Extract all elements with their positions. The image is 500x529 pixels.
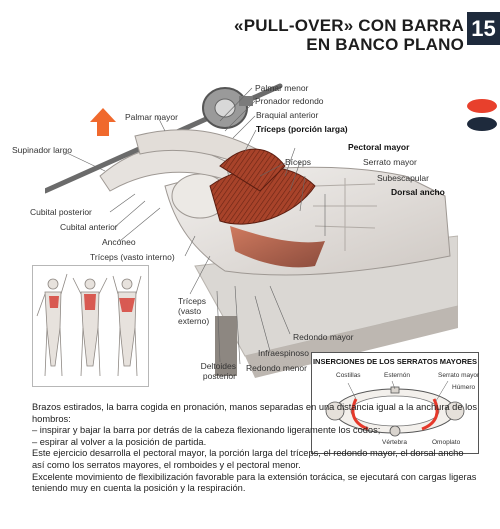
inset-title: INSERCIONES DE LOS SERRATOS MAYORES [312, 357, 478, 366]
label-infraespinoso: Infraespinoso [258, 348, 310, 358]
inset-label-costillas: Costillas [336, 372, 361, 379]
label-supinador-largo: Supinador largo [12, 145, 73, 155]
label-deltoides-posterior: Deltoides posterior [200, 361, 236, 381]
movement-arrow [90, 108, 116, 136]
chapter-number-badge: 15 [467, 12, 500, 45]
description-advice: Excelente movimiento de flexibilización … [32, 471, 477, 494]
navy-marker [467, 117, 497, 131]
ribcage-cross-section [325, 381, 465, 437]
label-dorsal-ancho: Dorsal ancho [391, 187, 445, 197]
inset-label-vertebra: Vértebra [382, 439, 407, 446]
red-marker [467, 99, 497, 113]
label-redondo-mayor: Redondo mayor [293, 332, 354, 342]
inset-label-omoplato: Omoplato [432, 439, 461, 446]
serratos-inset: INSERCIONES DE LOS SERRATOS MAYORES Cost… [311, 352, 479, 454]
label-cubital-posterior: Cubital posterior [30, 207, 92, 217]
label-cubital-anterior: Cubital anterior [60, 222, 118, 232]
label-pronador-redondo: Pronador redondo [255, 96, 324, 106]
label-palmar-menor: Palmar menor [255, 83, 309, 93]
title-line-2: EN BANCO PLANO [306, 35, 464, 54]
title-line-1: «PULL-OVER» CON BARRA [234, 16, 464, 35]
description-paragraph: Brazos estirados, la barra cogida en pro… [32, 402, 477, 424]
description-step-inhale: – inspirar y bajar la barra por detrás d… [32, 425, 381, 436]
inset-label-serrato-mayor: Serrato mayor [438, 372, 480, 379]
label-anconeo: Ancóneo [102, 237, 136, 247]
exercise-description: Brazos estirados, la barra cogida en pro… [32, 402, 478, 495]
leader-lines [66, 87, 326, 365]
label-pectoral-mayor: Pectoral mayor [348, 142, 410, 152]
label-triceps-larga: Tríceps (porción larga) [256, 124, 348, 134]
page-title: «PULL-OVER» CON BARRA EN BANCO PLANO [232, 16, 464, 54]
dorsal-muscle [230, 226, 325, 268]
label-redondo-menor: Redondo menor [246, 363, 307, 373]
description-muscles: Este ejercicio desarrolla el pectoral ma… [32, 448, 464, 470]
label-triceps-vasto-externo: Tríceps (vasto externo) [178, 296, 210, 326]
label-subescapular: Subescapular [377, 173, 429, 183]
label-palmar-mayor: Palmar mayor [125, 112, 178, 122]
label-serrato-mayor: Serrato mayor [363, 157, 417, 167]
inset-label-humero: Húmero [452, 384, 476, 391]
label-braquial-anterior: Braquial anterior [256, 110, 319, 120]
description-step-exhale: – espirar al volver a la posición de par… [32, 436, 207, 447]
pose-figures [32, 265, 149, 387]
label-biceps: Bíceps [285, 157, 311, 167]
triceps-muscle [219, 148, 286, 192]
label-triceps-vasto-interno: Tríceps (vasto interno) [90, 252, 175, 262]
pose-figures-drawing [36, 273, 142, 377]
inset-label-esternon: Esternón [384, 372, 411, 379]
